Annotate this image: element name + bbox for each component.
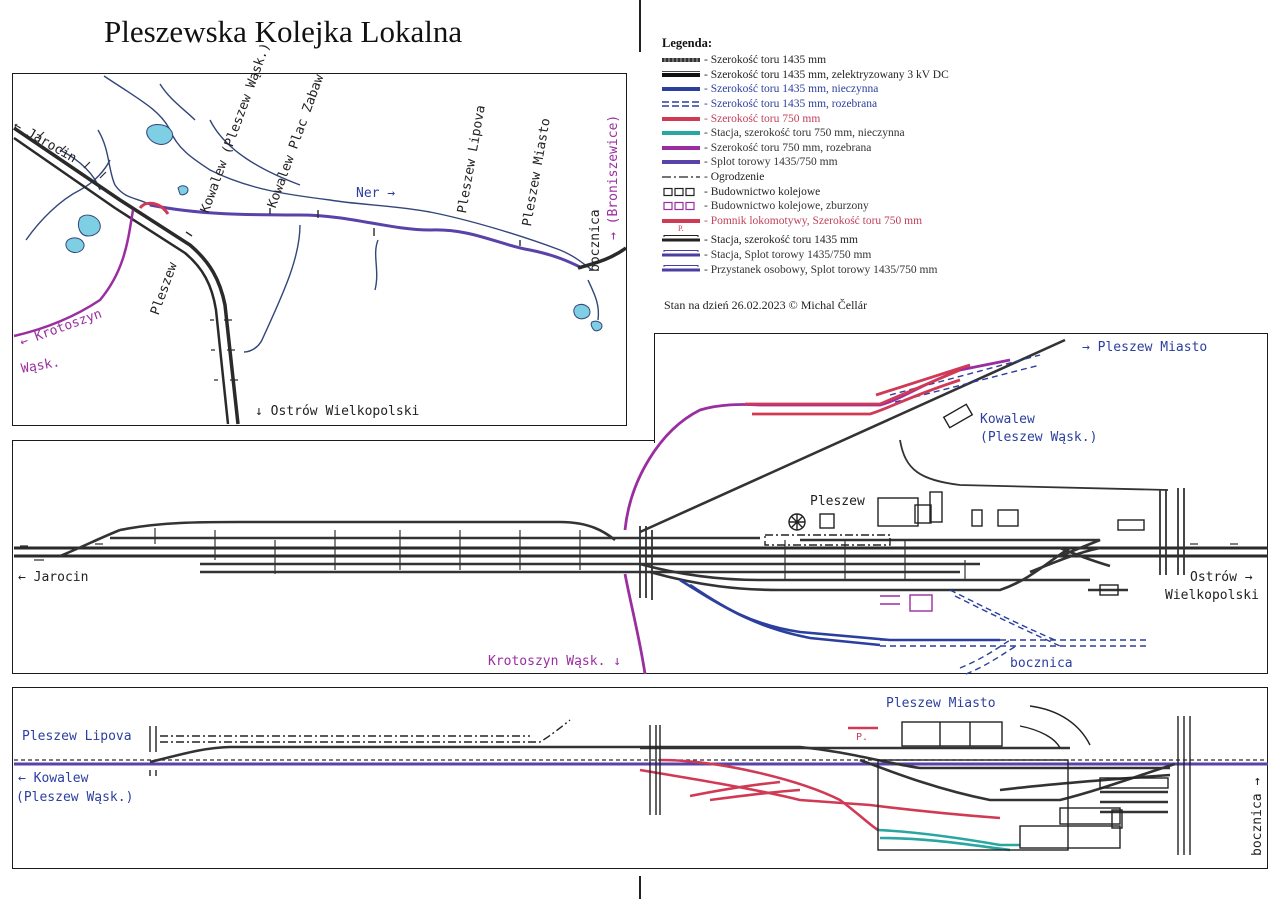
legend-label: - Stacja, szerokość toru 1435 mm [704,234,858,247]
legend-label: - Stacja, Splot torowy 1435/750 mm [704,249,872,262]
bottom-divider [639,876,641,899]
page-title: Pleszewska Kolejka Lokalna [104,14,463,49]
top-divider [639,0,641,52]
label-broniszewice: → (Broniszewice) [606,114,621,240]
label-kowalew-station-2: (Pleszew Wąsk.) [980,430,1098,445]
legend-label: - Splot torowy 1435/750 mm [704,156,838,169]
legend-label: - Ogrodzenie [704,171,765,184]
label-miasto-station: → Pleszew Miasto [1082,340,1208,355]
miasto-tracks [149,745,1176,814]
legend-swatch [662,87,700,92]
label-ostrow-overview: ↓ Ostrów Wielkopolski [255,404,420,419]
legend-label: - Szerokość toru 750 mm, rozebrana [704,141,872,154]
label-kowalew-station-1: Kowalew [980,412,1035,427]
legend-label: - Pomnik lokomotywy, Szerokość toru 750 … [704,214,923,227]
miasto-station-panel [12,687,1268,869]
legend-item: - Stacja, szerokość toru 750 mm, nieczyn… [662,126,992,141]
legend-item: - Ogrodzenie [662,170,992,185]
legend-item: - Budownictwo kolejowe, zburzony [662,199,992,214]
legend-label: - Przystanek osobowy, Splot torowy 1435/… [704,263,938,276]
legend-label: - Szerokość toru 750 mm [704,112,821,125]
legend-item: - Szerokość toru 1435 mm, zelektryzowany… [662,68,992,83]
label-pleszew-station: Pleszew [810,494,865,509]
legend-swatch [663,187,695,196]
legend-label: - Budownictwo kolejowe, zburzony [704,200,869,213]
overview-narrow-gauge [13,201,628,338]
legend-label: - Budownictwo kolejowe [704,185,821,198]
label-bocznica-station: bocznica [1010,656,1073,671]
overview-mainline [13,126,240,425]
overview-map-panel [12,73,627,426]
legend-swatch [662,58,700,63]
label-kowalew-miasto-2: (Pleszew Wąsk.) [16,790,134,805]
label-lipowa-station: Pleszew Lipova [22,729,132,744]
legend-swatch [662,250,700,257]
station-demolished-buildings [880,594,933,612]
legend-item: - Stacja, Splot torowy 1435/750 mm [662,248,992,263]
station-track-ticks [20,528,1238,580]
legend-swatch [662,218,700,223]
legend-swatch [662,145,700,150]
legend-item: - Szerokość toru 1435 mm, rozebrana [662,97,992,112]
legend: Legenda: - Szerokość toru 1435 mm- Szero… [662,36,992,277]
label-ner-river: Ner → [356,186,396,201]
station-removed-tracks [880,354,1150,675]
legend-label: - Szerokość toru 1435 mm, rozebrana [704,98,878,111]
label-krotoszyn-station: Krotoszyn Wąsk. ↓ [488,654,622,669]
legend-swatch [662,101,700,107]
legend-item: - Szerokość toru 1435 mm [662,53,992,68]
miasto-mainline [14,759,1268,766]
legend-swatch [662,235,700,242]
legend-swatch [662,264,700,272]
legend-swatch [663,202,695,211]
legend-item: - Szerokość toru 750 mm, rozebrana [662,141,992,156]
overview-mainline-ticks [37,131,238,381]
legend-swatch [662,131,700,136]
station-boundary-lines [639,439,1185,600]
legend-item: - Szerokość toru 750 mm [662,111,992,126]
station-disused-tracks [679,578,1000,647]
legend-item: - Splot torowy 1435/750 mm [662,155,992,170]
legend-heading: Legenda: [662,36,712,50]
station-side-tracks [59,338,1128,592]
legend-swatch [662,116,700,121]
legend-label: - Stacja, szerokość toru 750 mm, nieczyn… [704,127,905,140]
legend-item: - Przystanek osobowy, Splot torowy 1435/… [662,262,992,277]
legend-label: - Szerokość toru 1435 mm [704,54,827,67]
legend-swatch [662,176,700,178]
label-bocznica-miasto: bocznica → [1250,777,1265,856]
legend-swatch [662,70,700,77]
legend-monument-mark: P. [678,224,684,234]
legend-swatch [662,160,700,165]
miasto-structures [149,705,1191,855]
legend-item: - Stacja, szerokość toru 1435 mm [662,233,992,248]
miasto-narrow-gauge [639,726,1001,832]
label-ostrow-station-2: Wielkopolski [1165,588,1259,603]
label-bocznica-overview: bocznica [588,209,603,272]
label-kowalew-miasto-1: ← Kowalew [18,771,89,786]
overview-lakes [65,124,603,332]
legend-item: - Szerokość toru 1435 mm, nieczynna [662,82,992,97]
legend-item: - Budownictwo kolejowe [662,184,992,199]
overview-station-bars [185,208,521,246]
monument-mark: P. [856,732,869,743]
legend-items: - Szerokość toru 1435 mm- Szerokość toru… [662,53,992,277]
label-ostrow-station-1: Ostrów → [1190,570,1253,585]
label-miasto-title: Pleszew Miasto [886,696,996,711]
label-jarocin-station: ← Jarocin [18,570,89,585]
station-narrow-gauge [623,358,1011,675]
date-stamp: Stan na dzień 26.02.2023 © Michal Čellár [664,298,868,312]
legend-label: - Szerokość toru 1435 mm, zelektryzowany… [704,68,949,81]
legend-item: - Pomnik lokomotywy, Szerokość toru 750 … [662,214,992,229]
legend-label: - Szerokość toru 1435 mm, nieczynna [704,83,879,96]
miasto-station-tracks [877,828,1020,852]
station-buildings [764,403,1145,596]
